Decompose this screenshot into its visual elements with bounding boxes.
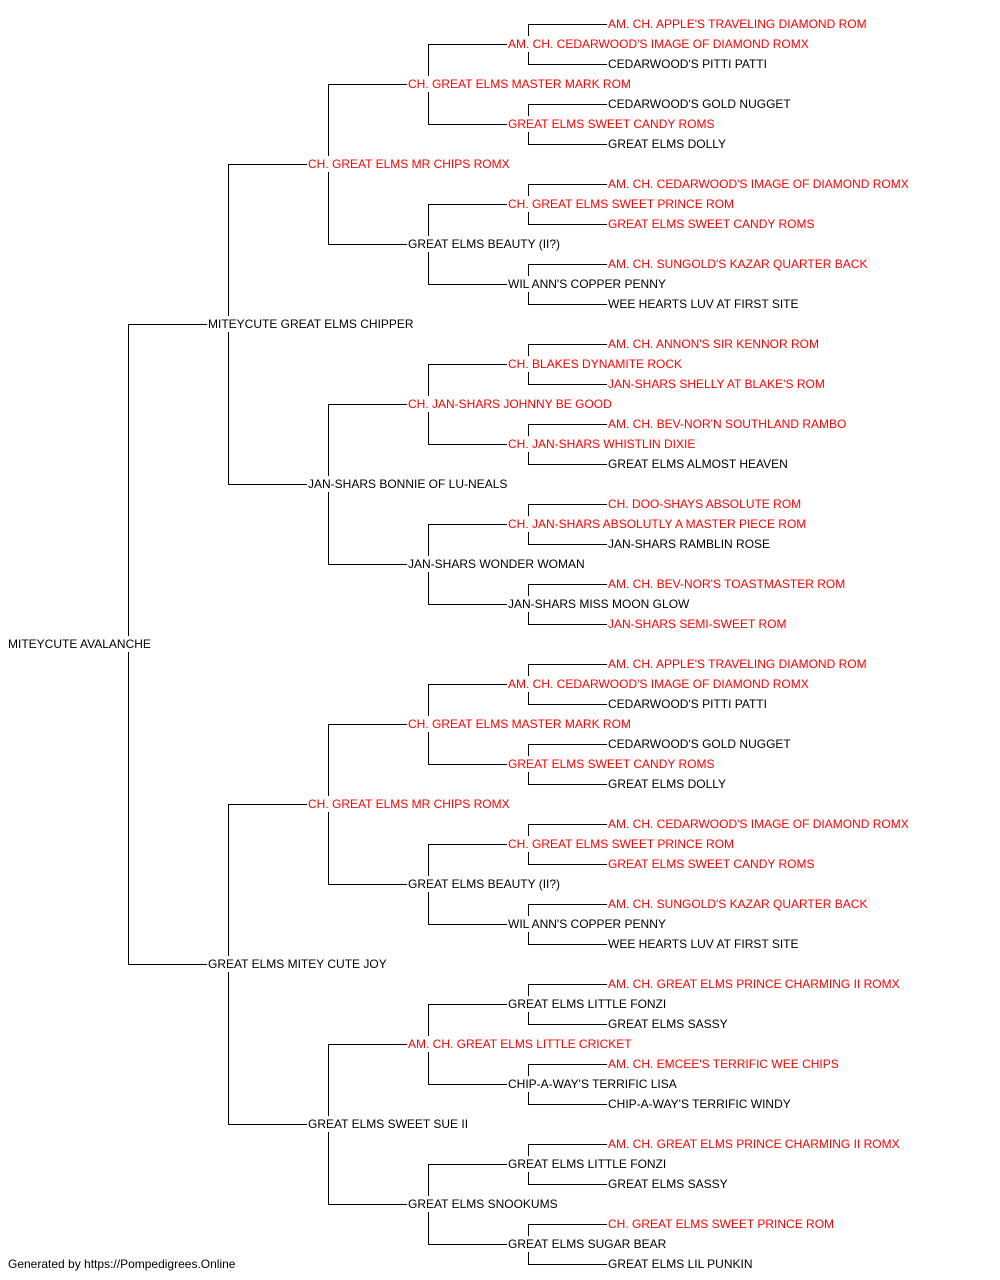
- ancestor-name: CH. DOO-SHAYS ABSOLUTE ROM: [607, 496, 803, 512]
- ancestor-name: CH. GREAT ELMS MASTER MARK ROM: [407, 76, 632, 92]
- ancestor-name: WIL ANN'S COPPER PENNY: [507, 276, 667, 292]
- ancestor-name: MITEYCUTE GREAT ELMS CHIPPER: [207, 316, 415, 332]
- ancestor-name: AM. CH. SUNGOLD'S KAZAR QUARTER BACK: [607, 256, 869, 272]
- ancestor-name: WEE HEARTS LUV AT FIRST SITE: [607, 936, 800, 952]
- ancestor-name: AM. CH. GREAT ELMS LITTLE CRICKET: [407, 1036, 633, 1052]
- ancestor-name: CEDARWOOD'S PITTI PATTI: [607, 696, 768, 712]
- ancestor-name: CHIP-A-WAY'S TERRIFIC WINDY: [607, 1096, 792, 1112]
- ancestor-name: GREAT ELMS BEAUTY (II?): [407, 236, 562, 252]
- ancestor-name: CHIP-A-WAY'S TERRIFIC LISA: [507, 1076, 678, 1092]
- ancestor-name: GREAT ELMS SUGAR BEAR: [507, 1236, 668, 1252]
- ancestor-name: CH. GREAT ELMS SWEET PRINCE ROM: [507, 836, 736, 852]
- ancestor-name: AM. CH. APPLE'S TRAVELING DIAMOND ROM: [607, 656, 868, 672]
- ancestor-name: GREAT ELMS MITEY CUTE JOY: [207, 956, 388, 972]
- ancestor-name: AM. CH. APPLE'S TRAVELING DIAMOND ROM: [607, 16, 868, 32]
- ancestor-name: CH. GREAT ELMS SWEET PRINCE ROM: [507, 196, 736, 212]
- ancestor-name: GREAT ELMS SWEET CANDY ROMS: [607, 856, 816, 872]
- ancestor-name: CH. GREAT ELMS MASTER MARK ROM: [407, 716, 632, 732]
- ancestor-name: AM. CH. ANNON'S SIR KENNOR ROM: [607, 336, 820, 352]
- ancestor-name: GREAT ELMS SWEET CANDY ROMS: [607, 216, 816, 232]
- ancestor-name: JAN-SHARS MISS MOON GLOW: [507, 596, 691, 612]
- ancestor-name: AM. CH. EMCEE'S TERRIFIC WEE CHIPS: [607, 1056, 840, 1072]
- ancestor-name: AM. CH. SUNGOLD'S KAZAR QUARTER BACK: [607, 896, 869, 912]
- ancestor-name: CH. BLAKES DYNAMITE ROCK: [507, 356, 684, 372]
- ancestor-name: CH. GREAT ELMS MR CHIPS ROMX: [307, 156, 511, 172]
- ancestor-name: WIL ANN'S COPPER PENNY: [507, 916, 667, 932]
- ancestor-name: GREAT ELMS LIL PUNKIN: [607, 1256, 754, 1272]
- ancestor-name: AM. CH. CEDARWOOD'S IMAGE OF DIAMOND ROM…: [607, 176, 910, 192]
- ancestor-name: GREAT ELMS LITTLE FONZI: [507, 996, 668, 1012]
- ancestor-name: GREAT ELMS SWEET SUE II: [307, 1116, 470, 1132]
- ancestor-name: AM. CH. BEV-NOR'S TOASTMASTER ROM: [607, 576, 847, 592]
- ancestor-name: CEDARWOOD'S GOLD NUGGET: [607, 736, 792, 752]
- ancestor-name: GREAT ELMS ALMOST HEAVEN: [607, 456, 789, 472]
- generated-by-footer: Generated by https://Pompedigrees.Online: [8, 1257, 236, 1271]
- ancestor-name: CH. JAN-SHARS JOHNNY BE GOOD: [407, 396, 613, 412]
- ancestor-name: CEDARWOOD'S GOLD NUGGET: [607, 96, 792, 112]
- ancestor-name: GREAT ELMS SASSY: [607, 1016, 729, 1032]
- ancestor-name: GREAT ELMS DOLLY: [607, 136, 728, 152]
- ancestor-name: WEE HEARTS LUV AT FIRST SITE: [607, 296, 800, 312]
- ancestor-name: JAN-SHARS SHELLY AT BLAKE'S ROM: [607, 376, 826, 392]
- ancestor-name: GREAT ELMS SASSY: [607, 1176, 729, 1192]
- ancestor-name: GREAT ELMS SWEET CANDY ROMS: [507, 756, 716, 772]
- subject-dog-name: MITEYCUTE AVALANCHE: [7, 636, 152, 652]
- ancestor-name: AM. CH. BEV-NOR'N SOUTHLAND RAMBO: [607, 416, 848, 432]
- ancestor-name: CH. JAN-SHARS ABSOLUTLY A MASTER PIECE R…: [507, 516, 808, 532]
- ancestor-name: CH. GREAT ELMS SWEET PRINCE ROM: [607, 1216, 836, 1232]
- ancestor-name: AM. CH. GREAT ELMS PRINCE CHARMING II RO…: [607, 976, 901, 992]
- ancestor-name: CH. GREAT ELMS MR CHIPS ROMX: [307, 796, 511, 812]
- ancestor-name: GREAT ELMS LITTLE FONZI: [507, 1156, 668, 1172]
- ancestor-name: AM. CH. CEDARWOOD'S IMAGE OF DIAMOND ROM…: [607, 816, 910, 832]
- ancestor-name: GREAT ELMS SWEET CANDY ROMS: [507, 116, 716, 132]
- ancestor-name: AM. CH. CEDARWOOD'S IMAGE OF DIAMOND ROM…: [507, 676, 810, 692]
- ancestor-name: AM. CH. CEDARWOOD'S IMAGE OF DIAMOND ROM…: [507, 36, 810, 52]
- ancestor-name: CH. JAN-SHARS WHISTLIN DIXIE: [507, 436, 697, 452]
- ancestor-name: JAN-SHARS BONNIE OF LU-NEALS: [307, 476, 509, 492]
- ancestor-name: AM. CH. GREAT ELMS PRINCE CHARMING II RO…: [607, 1136, 901, 1152]
- ancestor-name: GREAT ELMS SNOOKUMS: [407, 1196, 559, 1212]
- ancestor-name: JAN-SHARS RAMBLIN ROSE: [607, 536, 772, 552]
- ancestor-name: JAN-SHARS WONDER WOMAN: [407, 556, 586, 572]
- ancestor-name: GREAT ELMS DOLLY: [607, 776, 728, 792]
- ancestor-name: CEDARWOOD'S PITTI PATTI: [607, 56, 768, 72]
- ancestor-name: GREAT ELMS BEAUTY (II?): [407, 876, 562, 892]
- ancestor-name: JAN-SHARS SEMI-SWEET ROM: [607, 616, 788, 632]
